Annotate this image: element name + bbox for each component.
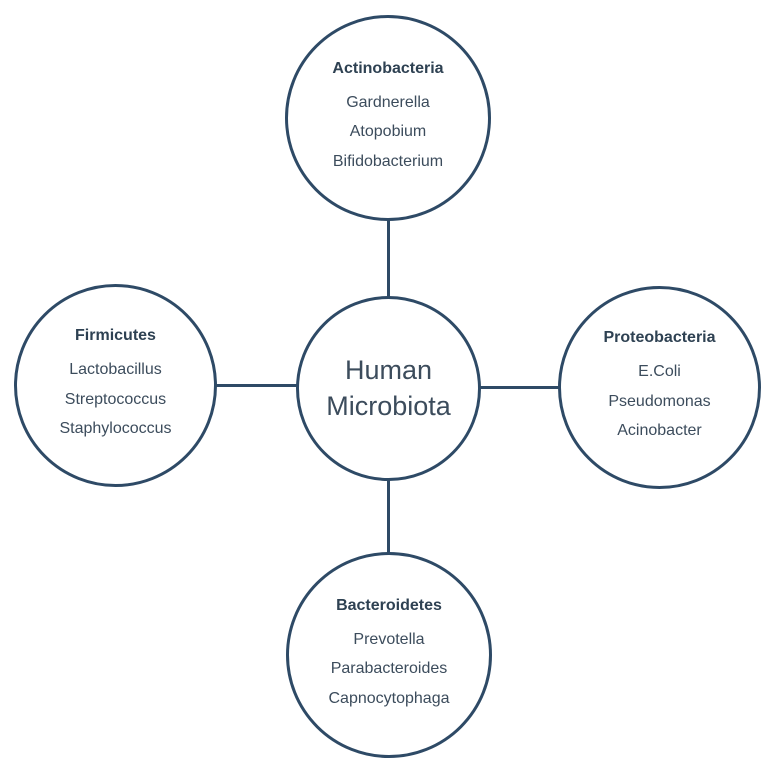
node-item: Capnocytophaga bbox=[328, 689, 450, 707]
node-item: Bifidobacterium bbox=[332, 152, 444, 170]
node-item: Pseudomonas bbox=[608, 392, 711, 410]
node-item: Lactobacillus bbox=[69, 361, 162, 379]
node-title: Firmicutes bbox=[75, 327, 156, 345]
node-title: Actinobacteria bbox=[332, 59, 444, 77]
node-proteobacteria: Proteobacteria E.Coli Pseudomonas Acinob… bbox=[558, 286, 761, 489]
connector-bottom bbox=[387, 478, 390, 556]
node-bacteroidetes: Bacteroidetes Prevotella Parabacteroides… bbox=[286, 552, 492, 758]
node-item: Acinobacter bbox=[617, 422, 702, 440]
node-item: Staphylococcus bbox=[59, 420, 172, 438]
node-title: Proteobacteria bbox=[603, 329, 716, 347]
node-item: Streptococcus bbox=[64, 390, 167, 408]
node-item: Atopobium bbox=[349, 123, 427, 141]
center-label: Human Microbiota bbox=[326, 355, 451, 421]
node-actinobacteria: Actinobacteria Gardnerella Atopobium Bif… bbox=[285, 15, 491, 221]
connector-right bbox=[478, 386, 562, 389]
connector-left bbox=[213, 384, 299, 387]
node-item: Parabacteroides bbox=[330, 660, 448, 678]
node-item: Prevotella bbox=[353, 630, 425, 648]
node-title: Bacteroidetes bbox=[336, 596, 442, 614]
connector-top bbox=[387, 218, 390, 300]
node-item: E.Coli bbox=[638, 363, 681, 381]
node-human-microbiota: Human Microbiota bbox=[296, 296, 481, 481]
node-firmicutes: Firmicutes Lactobacillus Streptococcus S… bbox=[14, 284, 217, 487]
node-item: Gardnerella bbox=[346, 93, 430, 111]
